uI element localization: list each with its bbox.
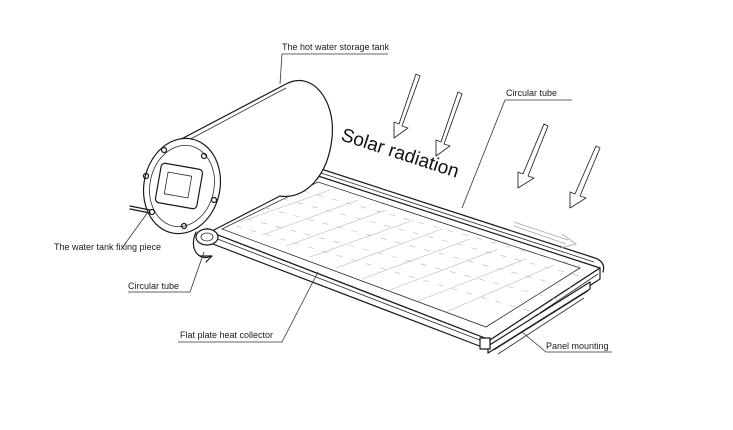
solar-radiation-rays <box>393 73 601 209</box>
label-panel-mounting: Panel mounting <box>546 341 609 351</box>
label-water-tank-fixing-piece: The water tank fixing piece <box>54 242 161 252</box>
flow-direction-arrow <box>513 221 578 249</box>
leader-collector <box>178 271 319 343</box>
leader-mounting <box>521 331 612 353</box>
collector-flow-grid <box>231 186 581 315</box>
label-circular-tube-left: Circular tube <box>128 281 179 291</box>
circular-tube-back <box>317 167 605 273</box>
solar-ray-arrow <box>569 145 601 209</box>
leader-fixing-piece <box>121 211 149 249</box>
flat-plate-heat-collector <box>204 167 605 355</box>
label-circular-tube-top: Circular tube <box>506 88 557 98</box>
leader-circular-tube-top <box>461 99 572 209</box>
label-hot-water-storage-tank: The hot water storage tank <box>282 42 390 52</box>
label-flat-plate-heat-collector: Flat plate heat collector <box>180 330 273 340</box>
solar-ray-arrow <box>517 123 549 189</box>
circular-tube-lower <box>195 228 219 246</box>
leader-tank <box>279 53 388 85</box>
solar-ray-arrow <box>393 73 421 139</box>
tank-fixing-piece <box>129 205 151 214</box>
leader-circular-tube-left <box>128 251 205 293</box>
hot-water-storage-tank <box>129 79 334 263</box>
panel-mounting-bracket <box>487 281 591 354</box>
tank-control-box <box>154 162 204 210</box>
tank-display <box>163 171 193 199</box>
solar-ray-arrow <box>435 91 463 157</box>
collector-glass <box>220 181 581 328</box>
